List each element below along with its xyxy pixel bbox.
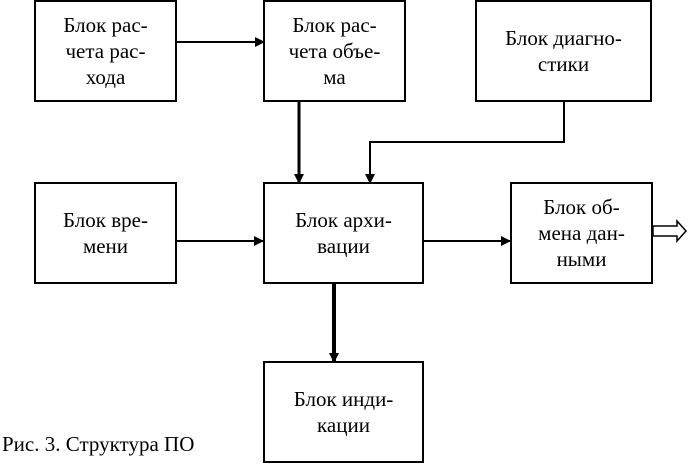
- arrow-diagnostics-to-archive: [365, 101, 565, 184]
- block-indication: Блок инди- кации: [263, 361, 424, 463]
- block-data-exchange-label: Блок об- мена дан- ными: [538, 195, 625, 271]
- block-flow-calc: Блок рас- чета рас- хода: [34, 0, 177, 102]
- block-volume-calc: Блок рас- чета объе- ма: [263, 0, 406, 102]
- figure-caption: Рис. 3. Структура ПО: [2, 432, 195, 456]
- block-data-exchange: Блок об- мена дан- ными: [510, 182, 653, 284]
- block-diagnostics-label: Блок диагно- стики: [505, 26, 622, 76]
- block-archive-label: Блок архи- вации: [295, 208, 392, 258]
- block-time: Блок вре- мени: [34, 182, 177, 284]
- block-time-label: Блок вре- мени: [63, 208, 148, 258]
- block-indication-label: Блок инди- кации: [293, 387, 394, 437]
- block-archive: Блок архи- вации: [263, 182, 424, 284]
- hollow-output-arrow: [652, 219, 688, 243]
- block-volume-calc-label: Блок рас- чета объе- ма: [288, 13, 381, 89]
- block-diagnostics: Блок диагно- стики: [475, 0, 652, 102]
- block-flow-calc-label: Блок рас- чета рас- хода: [63, 13, 148, 89]
